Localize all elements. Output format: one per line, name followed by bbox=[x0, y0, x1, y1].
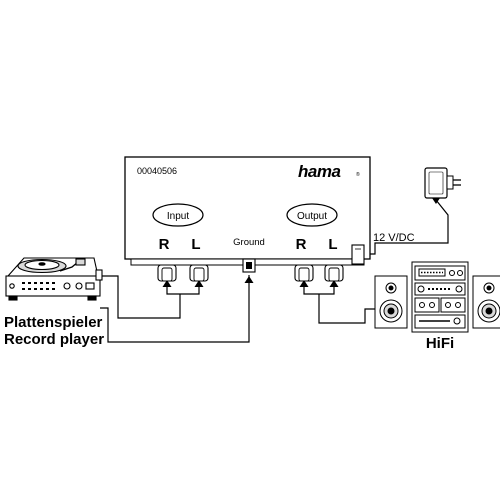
cable-output-to-hifi bbox=[318, 294, 375, 324]
record-player-label-de: Plattenspieler bbox=[4, 314, 103, 331]
arrow-output-left bbox=[329, 280, 339, 287]
arrow-input-left bbox=[194, 280, 204, 287]
hifi-label: HiFi bbox=[426, 335, 454, 352]
trademark-symbol: ® bbox=[356, 171, 360, 178]
input-right-label: R bbox=[159, 236, 170, 253]
article-number: 00040506 bbox=[137, 166, 177, 176]
arrow-output-right bbox=[299, 280, 309, 287]
cable-ground bbox=[100, 275, 250, 343]
hama-logo: hama ® bbox=[298, 162, 360, 181]
hifi-system-icon bbox=[374, 261, 500, 333]
output-right-connector bbox=[294, 264, 314, 282]
brand-logo-text: hama bbox=[298, 162, 340, 181]
ground-terminal bbox=[242, 258, 256, 273]
arrow-input-right bbox=[162, 280, 172, 287]
ground-label: Ground bbox=[233, 237, 265, 248]
power-adapter-icon bbox=[424, 167, 461, 204]
output-group-label: Output bbox=[297, 211, 327, 222]
output-left-label: L bbox=[328, 236, 337, 253]
input-group-label: Input bbox=[167, 211, 189, 222]
dc-jack bbox=[351, 244, 365, 265]
right-speaker-icon bbox=[472, 275, 500, 329]
preamp-device: 00040506 hama ® Input Output R L R L Gro… bbox=[124, 156, 371, 282]
cable-input-to-player bbox=[100, 275, 181, 319]
record-player-label-en: Record player bbox=[4, 331, 104, 348]
power-label: 12 V/DC bbox=[373, 232, 415, 244]
cable-power bbox=[362, 199, 449, 255]
output-left-connector bbox=[324, 264, 344, 282]
input-right-connector bbox=[157, 264, 177, 282]
input-left-label: L bbox=[191, 236, 200, 253]
output-group-outline bbox=[286, 203, 338, 227]
input-left-connector bbox=[189, 264, 209, 282]
left-speaker-icon bbox=[374, 275, 408, 329]
stereo-unit-icon bbox=[411, 261, 469, 333]
arrow-ground bbox=[244, 276, 254, 283]
input-group-outline bbox=[152, 203, 204, 227]
record-player-icon bbox=[5, 257, 103, 301]
output-right-label: R bbox=[296, 236, 307, 253]
